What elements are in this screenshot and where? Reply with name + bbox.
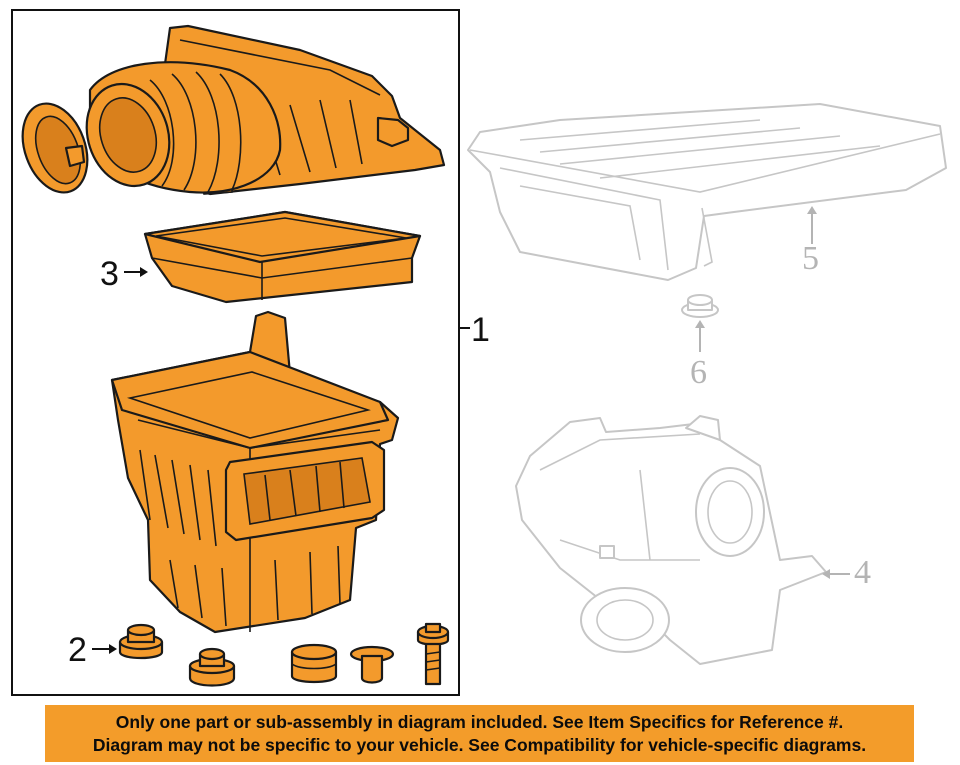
insulator-faded <box>681 294 719 318</box>
grommet-2-part <box>188 647 236 687</box>
housing-faded <box>515 415 827 665</box>
callout-1: 1 <box>471 311 490 349</box>
callout-6: 6 <box>690 354 707 391</box>
insulator-part <box>349 645 395 684</box>
callout-leaders <box>92 206 850 654</box>
air-filter-part <box>143 210 422 304</box>
callout-3: 3 <box>100 255 119 293</box>
callout-2: 2 <box>68 631 87 669</box>
disclaimer-line-2: Diagram may not be specific to your vehi… <box>92 735 867 755</box>
disclaimer-banner: Only one part or sub-assembly in diagram… <box>45 705 914 762</box>
bushing-part <box>290 643 338 684</box>
disclaimer-line-1: Only one part or sub-assembly in diagram… <box>115 712 844 732</box>
grommet-part <box>118 623 164 660</box>
hose-clamp-part <box>21 102 89 194</box>
callout-5: 5 <box>802 240 819 277</box>
assembly-frame <box>11 9 460 696</box>
intake-duct-faded <box>467 103 947 281</box>
upper-cover-part <box>85 24 446 196</box>
lower-housing-part <box>110 310 400 634</box>
bolt-part <box>416 622 450 686</box>
callout-4: 4 <box>854 554 871 591</box>
